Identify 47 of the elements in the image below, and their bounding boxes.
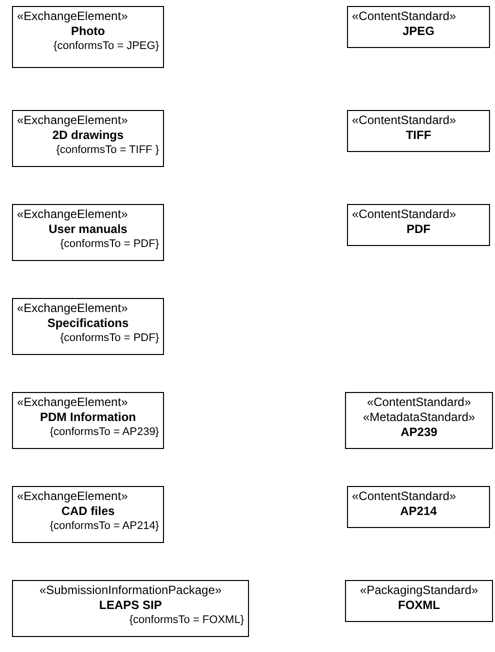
stereotype-label: «ExchangeElement» bbox=[17, 395, 128, 410]
constraint-label: {conformsTo = AP239} bbox=[48, 425, 159, 440]
class-name: PDM Information bbox=[39, 410, 137, 425]
constraint-label: {conformsTo = AP214} bbox=[48, 519, 159, 534]
class-name: JPEG bbox=[401, 24, 436, 39]
class-name: Specifications bbox=[46, 316, 130, 331]
stereotype-label: «MetadataStandard» bbox=[362, 410, 476, 425]
class-box bbox=[12, 110, 164, 167]
constraint-label: {conformsTo = TIFF } bbox=[55, 143, 159, 158]
constraint-label: {conformsTo = JPEG} bbox=[52, 39, 159, 54]
class-name: AP214 bbox=[399, 504, 438, 519]
class-box bbox=[345, 392, 493, 449]
constraint-label: {conformsTo = PDF} bbox=[59, 331, 159, 346]
class-box bbox=[12, 204, 164, 261]
stereotype-label: «ContentStandard» bbox=[352, 9, 456, 24]
stereotype-label: «ContentStandard» bbox=[352, 113, 456, 128]
class-box bbox=[347, 110, 490, 152]
class-box bbox=[12, 392, 164, 449]
class-box bbox=[347, 204, 490, 246]
stereotype-label: «PackagingStandard» bbox=[360, 583, 478, 598]
class-box bbox=[12, 298, 164, 355]
class-name: User manuals bbox=[48, 222, 128, 237]
stereotype-label: «ContentStandard» bbox=[352, 489, 456, 504]
class-name: AP239 bbox=[400, 425, 438, 440]
class-box bbox=[12, 486, 164, 543]
stereotype-label: «SubmissionInformationPackage» bbox=[39, 583, 222, 598]
stereotype-label: «ContentStandard» bbox=[352, 207, 456, 222]
constraint-label: {conformsTo = FOXML} bbox=[128, 613, 244, 628]
stereotype-label: «ExchangeElement» bbox=[17, 301, 128, 316]
constraint-label: {conformsTo = PDF} bbox=[59, 237, 159, 252]
class-name: 2D drawings bbox=[51, 128, 125, 143]
class-box bbox=[345, 580, 493, 622]
class-name: PDF bbox=[406, 222, 432, 237]
class-box bbox=[347, 486, 490, 528]
class-name: TIFF bbox=[404, 128, 432, 143]
class-box bbox=[12, 580, 249, 637]
class-box bbox=[347, 6, 490, 48]
class-name: LEAPS SIP bbox=[98, 598, 163, 613]
stereotype-label: «ExchangeElement» bbox=[17, 9, 128, 24]
stereotype-label: «ExchangeElement» bbox=[17, 207, 128, 222]
class-name: FOXML bbox=[397, 598, 441, 613]
stereotype-label: «ExchangeElement» bbox=[17, 113, 128, 128]
class-name: CAD files bbox=[60, 504, 116, 519]
stereotype-label: «ContentStandard» bbox=[366, 395, 472, 410]
stereotype-label: «ExchangeElement» bbox=[17, 489, 128, 504]
class-box bbox=[12, 6, 164, 68]
class-name: Photo bbox=[70, 24, 106, 39]
